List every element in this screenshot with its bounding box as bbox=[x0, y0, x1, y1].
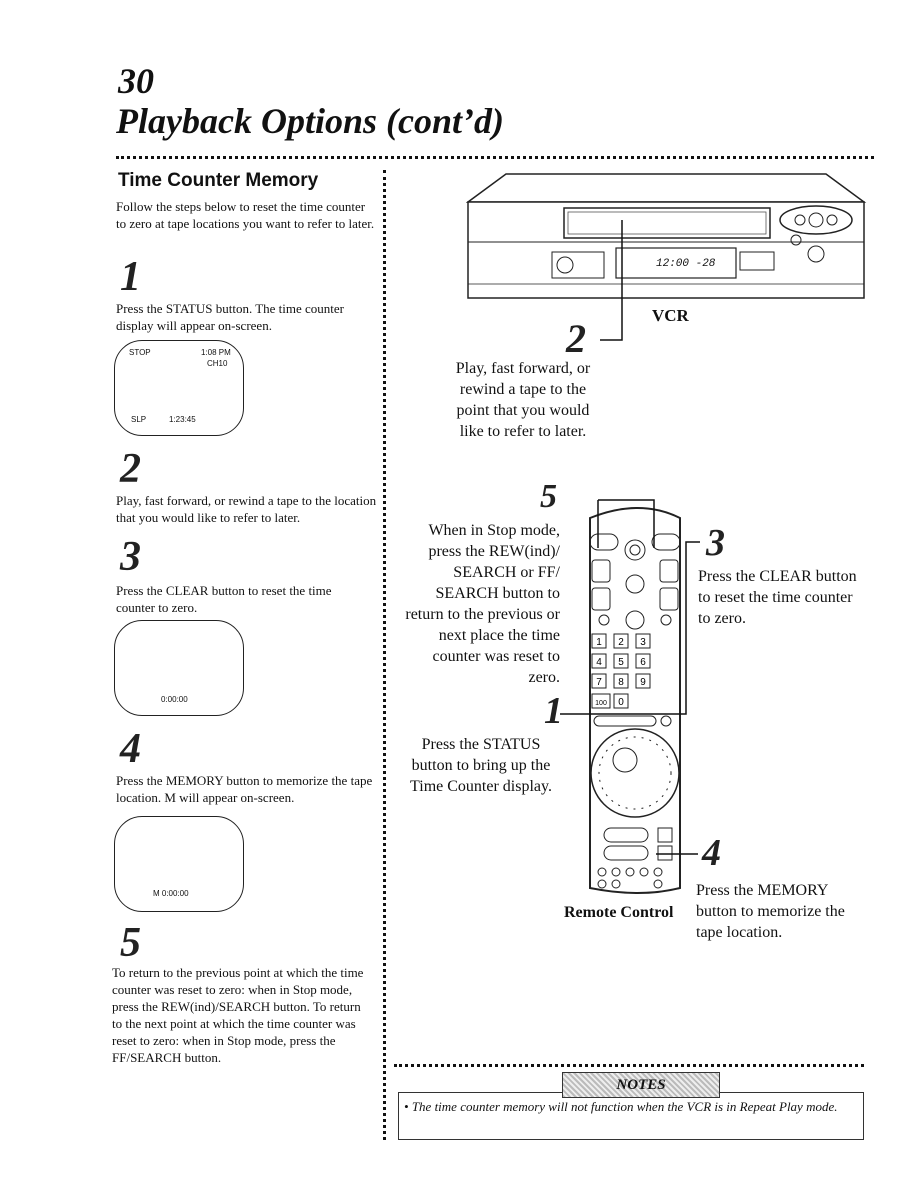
remote-key-label: 2 bbox=[618, 637, 624, 648]
screen1-speed: SLP bbox=[131, 415, 147, 424]
note-item-text: The time counter memory will not functio… bbox=[411, 1099, 838, 1114]
step-2-callout: Play, fast forward, or rewind a tape to … bbox=[455, 360, 591, 440]
notes-divider bbox=[394, 1064, 864, 1067]
remote-key-2 bbox=[613, 633, 629, 649]
vcr-pointer-line bbox=[600, 220, 623, 341]
remote-key-label: 4 bbox=[596, 657, 602, 668]
remote-key-label: 1 bbox=[596, 637, 602, 648]
step-1-text: Press the STATUS button. The time counte… bbox=[116, 301, 345, 333]
remote-key-label: 0 bbox=[618, 697, 624, 708]
header-divider bbox=[116, 156, 874, 159]
remote-key-label: 9 bbox=[640, 677, 646, 688]
remote-key-label: 100 bbox=[595, 700, 607, 707]
remote-key-100 bbox=[591, 693, 611, 709]
step-5-text: To return to the previous point at which… bbox=[112, 965, 364, 1065]
remote-key-8 bbox=[613, 673, 629, 689]
remote-step-1-number: 1 bbox=[544, 690, 563, 732]
page-title: Playback Options (cont’d) bbox=[116, 101, 504, 141]
screen1-stop: STOP bbox=[129, 348, 151, 357]
step-3-callout: Press the CLEAR button to reset the time… bbox=[698, 568, 857, 627]
step-1-number: 1 bbox=[120, 254, 141, 300]
vcr-label: VCR bbox=[652, 306, 689, 325]
remote-step-3-number: 3 bbox=[706, 522, 725, 564]
screen1-counter: 1:23:45 bbox=[169, 415, 196, 424]
remote-key-3 bbox=[635, 633, 651, 649]
step-5-callout: When in Stop mode, press the REW(ind)/ S… bbox=[405, 522, 560, 686]
section-title: Time Counter Memory bbox=[118, 170, 319, 191]
tv-screen-1: STOP 1:08 PM CH10 SLP 1:23:45 bbox=[114, 340, 244, 436]
remote-key-6 bbox=[635, 653, 651, 669]
remote-control-label: Remote Control bbox=[564, 904, 674, 921]
step-4-callout: Press the MEMORY button to memorize the … bbox=[696, 882, 845, 941]
note-item: • The time counter memory will not funct… bbox=[404, 1099, 838, 1114]
remote-key-label: 7 bbox=[596, 677, 602, 688]
notes-header: NOTES bbox=[562, 1072, 720, 1098]
vcr-step-2-number: 2 bbox=[566, 316, 586, 361]
tv-screen-2: 0:00:00 bbox=[114, 620, 244, 716]
remote-step-5-number: 5 bbox=[540, 478, 557, 515]
page-number: 30 bbox=[118, 61, 154, 101]
screen1-time: 1:08 PM bbox=[201, 348, 231, 357]
remote-key-7 bbox=[591, 673, 607, 689]
remote-key-5 bbox=[613, 653, 629, 669]
vcr-illustration bbox=[466, 173, 867, 299]
remote-key-label: 6 bbox=[640, 657, 646, 668]
step-4-number: 4 bbox=[120, 726, 141, 772]
remote-key-label: 8 bbox=[618, 677, 624, 688]
tv-screen-3: M 0:00:00 bbox=[114, 816, 244, 912]
remote-key-label: 5 bbox=[618, 657, 624, 668]
remote-key-4 bbox=[591, 653, 607, 669]
screen2-counter: 0:00:00 bbox=[161, 695, 188, 704]
step-2-number: 2 bbox=[120, 446, 141, 492]
vcr-display: 12:00 -28 bbox=[656, 258, 716, 270]
step-5-number: 5 bbox=[120, 920, 141, 966]
remote-key-1 bbox=[591, 633, 607, 649]
step-3-number: 3 bbox=[120, 534, 141, 580]
screen3-counter: M 0:00:00 bbox=[153, 889, 189, 898]
step-2-text: Play, fast forward, or rewind a tape to … bbox=[116, 493, 377, 525]
step-3-text: Press the CLEAR button to reset the time… bbox=[116, 583, 332, 615]
screen1-channel: CH10 bbox=[207, 359, 228, 368]
remote-step-4-number: 4 bbox=[702, 832, 721, 874]
column-divider bbox=[383, 170, 386, 1140]
remote-control-illustration: 1 2 3 4 5 6 7 8 9 100 0 bbox=[560, 499, 700, 894]
intro-text: Follow the steps below to reset the time… bbox=[116, 199, 375, 231]
step-4-text: Press the MEMORY button to memorize the … bbox=[116, 773, 373, 805]
remote-key-9 bbox=[635, 673, 651, 689]
step-1-callout: Press the STATUS button to bring up the … bbox=[410, 736, 552, 795]
remote-key-label: 3 bbox=[640, 637, 646, 648]
remote-key-0 bbox=[613, 693, 629, 709]
